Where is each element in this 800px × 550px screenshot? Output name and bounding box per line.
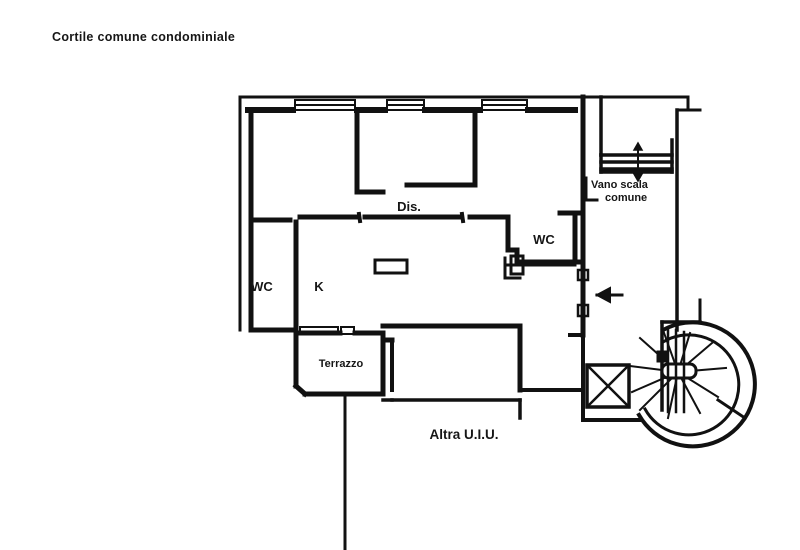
room-label-hallway: Dis.: [397, 199, 421, 214]
cross-box-icon: [585, 363, 631, 409]
door-notch-1: [576, 268, 590, 282]
kitchen-fixture-icon: [373, 258, 409, 275]
page-title: Cortile comune condominiale: [52, 30, 235, 44]
room-label-stairwell-line1: Vano scala: [591, 179, 649, 191]
opening-icon-2: [340, 326, 355, 335]
spiral-staircase-icon: [628, 298, 757, 449]
room-label-terrace: Terrazzo: [319, 358, 364, 370]
door-notch-2: [576, 303, 590, 318]
room-label-wc-right: WC: [533, 232, 555, 247]
double-arrow-vertical-icon: [632, 141, 644, 183]
walls-group: [238, 94, 757, 550]
opening-icon-1: [299, 326, 339, 335]
door-jamb-2: [459, 211, 466, 224]
room-label-other-unit: Altra U.I.U.: [429, 427, 498, 442]
room-label-wc-left: WC: [251, 279, 273, 294]
room-label-kitchen: K: [314, 279, 324, 294]
spiral-door-mark-icon: [656, 350, 668, 363]
room-label-stairwell-line2: comune: [605, 192, 647, 204]
arrow-left-icon: [594, 286, 624, 304]
door-jamb-1: [356, 211, 363, 224]
window-group: [294, 99, 528, 111]
